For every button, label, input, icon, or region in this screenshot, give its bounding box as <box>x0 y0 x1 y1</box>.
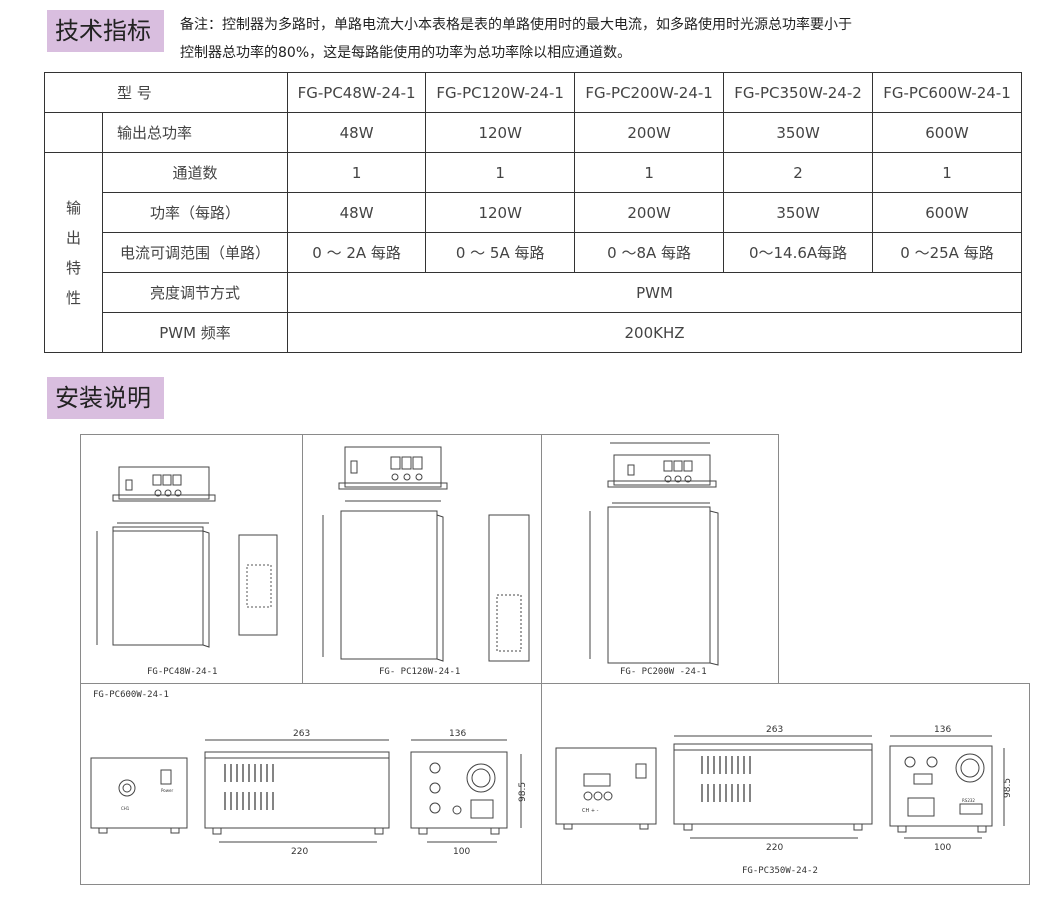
drawing-panel-48w: FG-PC48W-24-1 <box>80 434 303 684</box>
drawing-panel-350w: 263 136 220 100 98.5 CH + - RS232 FG-PC3… <box>541 683 1030 885</box>
dim-136b: 136 <box>934 725 951 735</box>
caption-200w: FG- PC200W -24-1 <box>620 667 707 677</box>
model-cell: FG-PC120W-24-1 <box>425 72 576 113</box>
dim-100b: 100 <box>934 843 951 853</box>
value-cell: 1 <box>286 152 427 193</box>
model-cell: FG-PC200W-24-1 <box>574 72 725 113</box>
value-cell: 200KHZ <box>287 312 1022 353</box>
drawing-200w-svg <box>589 442 719 666</box>
value-cell: 1 <box>574 152 725 193</box>
drawing-48w-svg <box>96 466 278 648</box>
output-characteristics-label: 输 出 特 性 <box>44 152 103 353</box>
value-cell: 48W <box>286 192 427 233</box>
value-cell: 0～14.6A每路 <box>723 232 874 273</box>
value-cell: 0 ～ 2A 每路 <box>286 232 427 273</box>
drawing-panel-120w: FG- PC120W-24-1 <box>302 434 542 684</box>
table-row: PWM 频率 200KHZ <box>45 312 1022 353</box>
dim-98-5b: 98.5 <box>1003 778 1013 798</box>
label-rs232: RS232 <box>962 798 975 803</box>
note-line-2: 控制器总功率的80%，这是每路能使用的功率为总功率除以相应通道数。 <box>180 45 632 61</box>
value-cell: 200W <box>574 112 725 153</box>
drawing-panel-200w: FG- PC200W -24-1 <box>541 434 779 684</box>
dim-220b: 220 <box>766 843 783 853</box>
dim-263b: 263 <box>766 725 783 735</box>
value-cell: 600W <box>872 112 1022 153</box>
value-cell: 2 <box>723 152 874 193</box>
installation-drawings: FG-PC48W-24-1 FG- PC120W-24-1 <box>80 434 1030 886</box>
model-cell: FG-PC350W-24-2 <box>723 72 874 113</box>
dim-263a: 263 <box>293 729 310 739</box>
note-line-1: 备注：控制器为多路时，单路电流大小本表格是表的单路使用时的最大电流，如多路使用时… <box>180 17 852 33</box>
section-title-install: 安装说明 <box>47 377 164 419</box>
table-row: 输 出 特 性 通道数 1 1 1 2 1 <box>44 152 1022 353</box>
caption-48w: FG-PC48W-24-1 <box>147 667 218 677</box>
value-cell: 600W <box>872 192 1022 233</box>
value-cell: 120W <box>425 192 576 233</box>
table-row: 亮度调节方式 PWM <box>45 272 1022 313</box>
empty-cell <box>44 112 103 153</box>
row-label: 功率（每路） <box>102 192 288 233</box>
row-label: 电流可调范围（单路） <box>102 232 288 273</box>
value-cell: 0 ～ 5A 每路 <box>425 232 576 273</box>
value-cell: 0 ～8A 每路 <box>574 232 725 273</box>
table-row: 电流可调范围（单路） 0 ～ 2A 每路 0 ～ 5A 每路 0 ～8A 每路 … <box>45 232 1022 273</box>
label-ch-pm: CH + - <box>582 808 599 814</box>
model-cell: FG-PC48W-24-1 <box>286 72 427 113</box>
spec-table: 型 号 FG-PC48W-24-1 FG-PC120W-24-1 FG-PC20… <box>44 72 1022 353</box>
dim-136a: 136 <box>449 729 466 739</box>
drawing-120w-svg <box>322 446 530 662</box>
value-cell: 48W <box>286 112 427 153</box>
dim-220a: 220 <box>291 847 308 857</box>
drawing-panel-600w: FG-PC600W-24-1 <box>80 683 542 885</box>
table-row: 型 号 FG-PC48W-24-1 FG-PC120W-24-1 FG-PC20… <box>44 72 1022 113</box>
caption-600w: FG-PC600W-24-1 <box>93 690 169 700</box>
value-cell: 350W <box>723 192 874 233</box>
label-ch1: CH1 <box>121 806 130 811</box>
value-cell: 1 <box>872 152 1022 193</box>
drawing-600w-svg: 263 136 220 100 98.5 CH1 Power <box>90 729 528 857</box>
label-power: Power <box>161 788 173 793</box>
value-cell: 1 <box>425 152 576 193</box>
value-cell: 200W <box>574 192 725 233</box>
drawing-350w-svg: 263 136 220 100 98.5 CH + - RS232 <box>555 725 1013 853</box>
caption-350w: FG-PC350W-24-2 <box>742 866 818 876</box>
value-cell: 350W <box>723 112 874 153</box>
row-label: 通道数 <box>102 152 288 193</box>
model-cell: FG-PC600W-24-1 <box>872 72 1022 113</box>
value-cell: 120W <box>425 112 576 153</box>
row-label: 亮度调节方式 <box>102 272 288 313</box>
model-header: 型 号 <box>44 72 288 113</box>
table-row: 功率（每路） 48W 120W 200W 350W 600W <box>45 192 1022 233</box>
row-label: PWM 频率 <box>102 312 288 353</box>
caption-120w: FG- PC120W-24-1 <box>379 667 461 677</box>
dim-100a: 100 <box>453 847 470 857</box>
value-cell: PWM <box>287 272 1022 313</box>
table-row: 输出总功率 48W 120W 200W 350W 600W <box>44 112 1022 153</box>
row-label: 输出总功率 <box>102 112 288 153</box>
dim-98-5a: 98.5 <box>518 782 528 802</box>
section-title-specs: 技术指标 <box>47 10 164 52</box>
value-cell: 0 ～25A 每路 <box>872 232 1022 273</box>
